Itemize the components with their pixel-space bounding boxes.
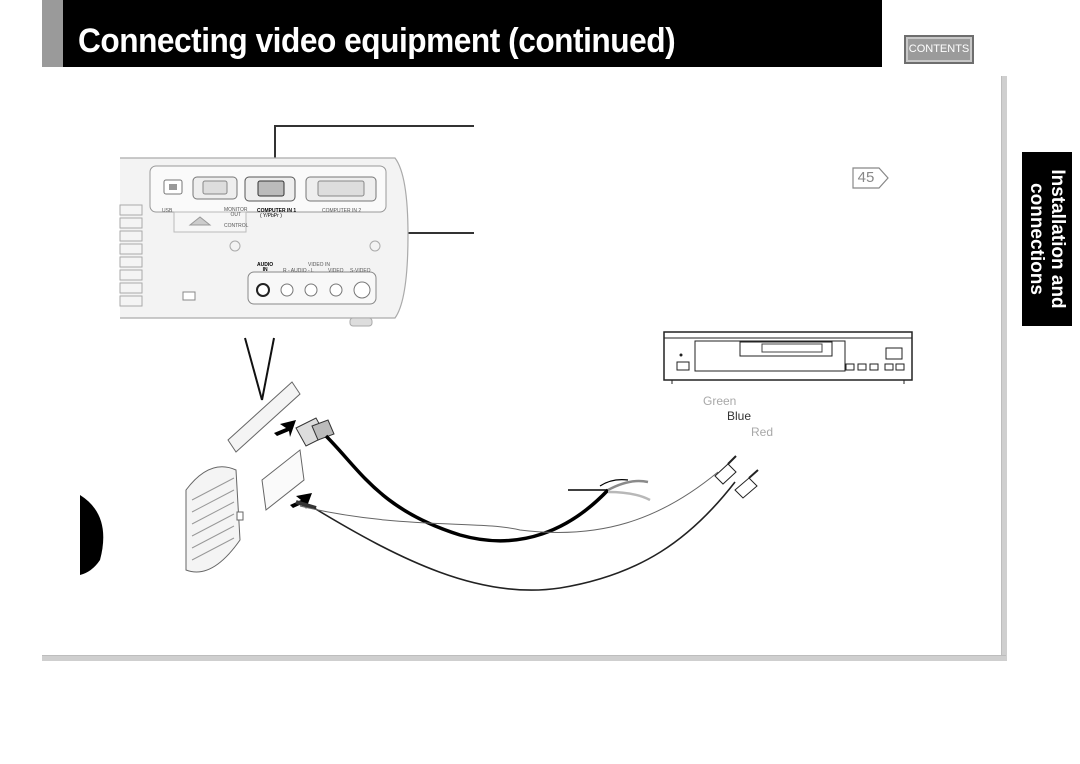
page-reference-arrow-icon[interactable] <box>852 167 892 189</box>
computer-in-1-sublabel: ( Y/PbPr ) <box>260 213 282 219</box>
red-wire-label: Red <box>751 425 774 439</box>
vga-plug <box>295 417 335 447</box>
projector-side-view <box>185 381 305 573</box>
s-video-label: S-VIDEO <box>350 268 371 274</box>
monitor-out-label: MONITOR OUT <box>224 207 248 218</box>
rca-plugs <box>714 455 759 499</box>
page-frame-right <box>1001 76 1007 661</box>
projector-rear-panel <box>119 157 409 327</box>
usb-label: USB <box>162 208 173 214</box>
audio-in-label: AUDIO IN <box>257 262 274 273</box>
blue-wire-label: Blue <box>727 409 752 423</box>
computer-in-2-label: COMPUTER IN 2 <box>322 208 362 214</box>
video-label: VIDEO <box>328 268 344 274</box>
green-wire-label: Green <box>703 394 737 408</box>
contents-button[interactable]: CONTENTS <box>904 35 974 64</box>
page-reference-number: 45 <box>857 169 875 186</box>
dvd-player <box>663 331 913 384</box>
header-bar <box>63 0 882 67</box>
page-frame-bottom <box>42 655 1006 661</box>
computer-in-1-label: COMPUTER IN 1 <box>257 208 297 214</box>
control-label: CONTROL <box>224 223 249 229</box>
header-accent <box>42 0 63 67</box>
video-in-label: VIDEO IN <box>308 262 330 268</box>
page-title: Connecting video equipment (continued) <box>78 22 676 60</box>
section-tab[interactable]: Installation and connections <box>1022 152 1072 326</box>
r-audio-l-label: R - AUDIO - L <box>283 268 314 274</box>
